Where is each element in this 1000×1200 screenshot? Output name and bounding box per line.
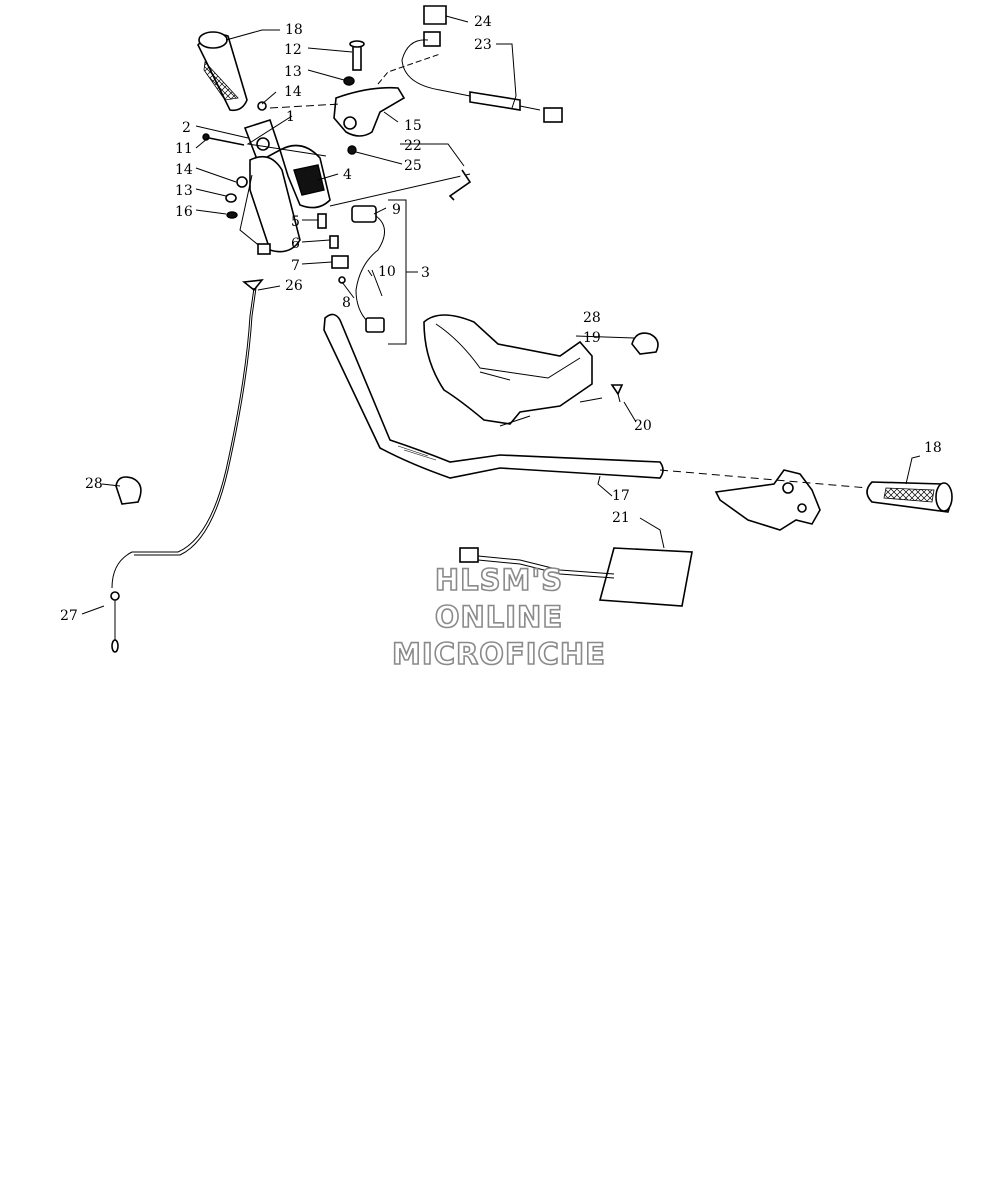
callout-2: 2 bbox=[182, 120, 191, 136]
callout-14-top: 14 bbox=[284, 84, 302, 100]
callout-17: 17 bbox=[612, 488, 630, 504]
callout-13-left: 13 bbox=[175, 183, 193, 199]
wiring-harness bbox=[377, 5, 563, 123]
callout-12: 12 bbox=[284, 42, 302, 58]
callout-7: 7 bbox=[291, 258, 300, 274]
callout-26: 26 bbox=[285, 278, 303, 294]
brake-lever bbox=[269, 86, 406, 137]
callout-21: 21 bbox=[612, 510, 630, 526]
left-grip bbox=[197, 31, 248, 112]
handlebar bbox=[323, 313, 664, 479]
callout-25: 25 bbox=[404, 158, 422, 174]
callout-20: 20 bbox=[634, 418, 652, 434]
heater-element bbox=[459, 547, 693, 607]
callout-1: 1 bbox=[286, 109, 295, 125]
callout-22: 22 bbox=[404, 138, 422, 154]
callout-18-left: 18 bbox=[285, 22, 303, 38]
leader-lines bbox=[81, 15, 921, 615]
callout-18-right: 18 bbox=[924, 440, 942, 456]
throttle-housing bbox=[239, 118, 331, 255]
callout-3: 3 bbox=[421, 265, 430, 281]
callout-10: 10 bbox=[378, 264, 396, 280]
callout-5: 5 bbox=[291, 214, 300, 230]
right-control bbox=[659, 469, 869, 531]
callout-9: 9 bbox=[392, 202, 401, 218]
callout-labels: 18 12 13 14 1 2 11 14 13 16 15 22 25 4 5… bbox=[60, 14, 942, 624]
handlebar-pad bbox=[423, 314, 593, 425]
callout-15: 15 bbox=[404, 118, 422, 134]
callout-28-right: 28 bbox=[583, 310, 601, 326]
callout-24: 24 bbox=[474, 14, 492, 30]
callout-23: 23 bbox=[474, 37, 492, 53]
callout-11: 11 bbox=[175, 141, 193, 157]
heater-switch-assembly bbox=[317, 173, 471, 345]
callout-28-left: 28 bbox=[85, 476, 103, 492]
callout-14-left: 14 bbox=[175, 162, 193, 178]
callout-6: 6 bbox=[291, 236, 300, 252]
callout-4: 4 bbox=[343, 167, 352, 183]
throttle-cable bbox=[110, 278, 264, 653]
pad-screw-and-clamps bbox=[115, 332, 659, 505]
pin-and-nut bbox=[347, 145, 472, 201]
watermark-line-1: HLSM'S bbox=[435, 563, 563, 597]
callout-27: 27 bbox=[60, 608, 78, 624]
callout-13-top: 13 bbox=[284, 64, 302, 80]
right-grip bbox=[866, 481, 953, 513]
watermark: HLSM'S ONLINE MICROFICHE bbox=[391, 562, 606, 672]
callout-16: 16 bbox=[175, 204, 193, 220]
callout-8: 8 bbox=[342, 295, 351, 311]
watermark-line-2: ONLINE bbox=[435, 600, 563, 634]
watermark-line-3: MICROFICHE bbox=[392, 637, 606, 671]
callout-19: 19 bbox=[583, 330, 601, 346]
